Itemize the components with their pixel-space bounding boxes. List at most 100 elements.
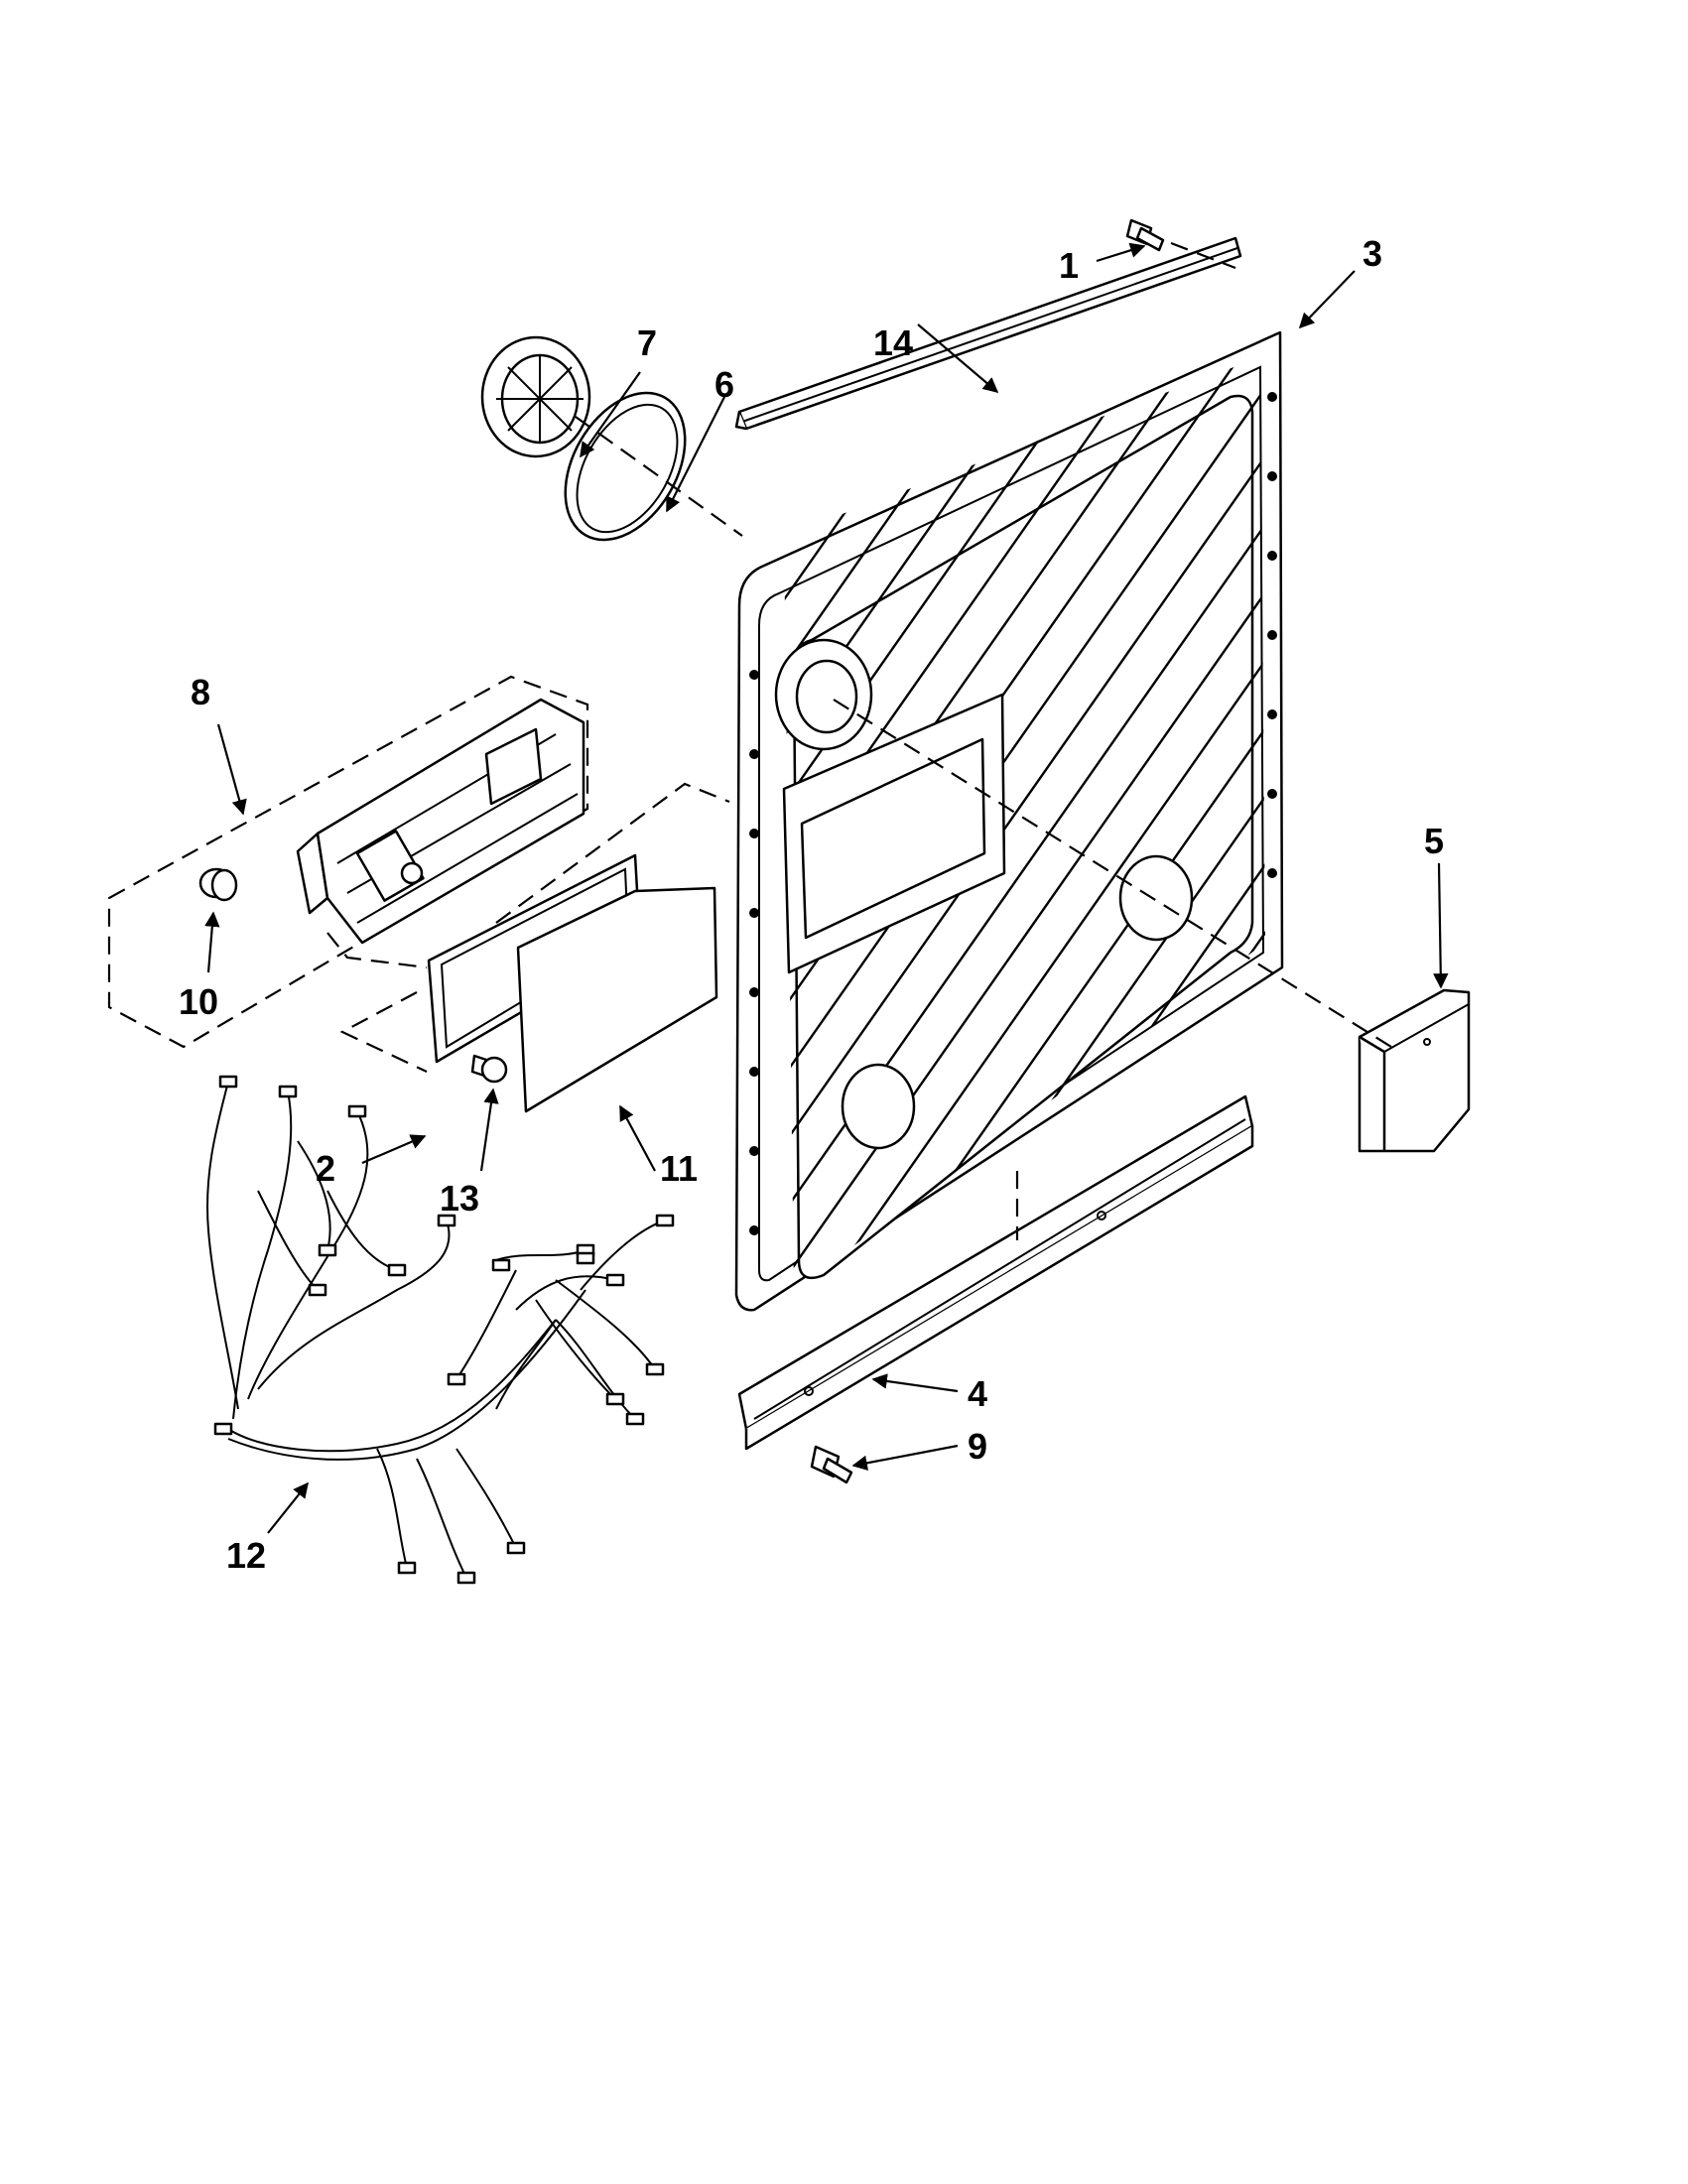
dispenser-assembly: [296, 698, 585, 945]
mounting-hole: [749, 1067, 759, 1077]
wire-connector: [645, 1362, 665, 1376]
vent-cover: [480, 335, 591, 458]
hatch-line: [1647, 347, 1688, 1340]
hatch-line: [784, 357, 1057, 1290]
wire-connector: [387, 1263, 407, 1277]
wire: [257, 1190, 319, 1291]
wire-connector: [318, 1243, 337, 1257]
wire: [535, 1299, 616, 1400]
wire: [555, 1279, 656, 1370]
wire-connector: [218, 1075, 238, 1089]
screw-bottom: [810, 1445, 853, 1484]
mounting-holes: [749, 392, 1277, 1235]
callout-1: 1: [1059, 245, 1079, 286]
wire: [206, 1081, 239, 1410]
mounting-hole: [1267, 868, 1277, 878]
bottom-trim-channel: [737, 1094, 1254, 1451]
wire-harness: [206, 1075, 675, 1585]
wire-connector: [625, 1412, 645, 1426]
mounting-hole: [1267, 471, 1277, 481]
hatch-line: [784, 357, 1265, 1290]
wire-connector: [213, 1422, 233, 1436]
callout-13: 13: [440, 1178, 479, 1219]
callout-6: 6: [714, 364, 734, 405]
hatch-line: [784, 357, 1265, 1290]
wire-connector: [576, 1251, 595, 1265]
mounting-hole: [1267, 551, 1277, 561]
wire: [376, 1448, 408, 1569]
dispenser-group-outline: [107, 675, 589, 1049]
wire: [495, 1319, 557, 1410]
wire: [227, 1319, 557, 1453]
callout-labels: 1 3 14 7 6 8 10 2 13 11 5 4 9 12: [179, 233, 1444, 1576]
wire: [232, 1091, 293, 1420]
wire-connector: [605, 1273, 625, 1287]
wire: [515, 1275, 616, 1311]
wire-connector: [456, 1571, 476, 1585]
button-knob: [198, 867, 238, 902]
mounting-hole: [1267, 392, 1277, 402]
mounting-hole: [749, 1146, 759, 1156]
mounting-hole: [749, 670, 759, 680]
callout-3: 3: [1363, 233, 1382, 274]
control-board-insulation: [516, 886, 718, 1113]
hatch-line: [784, 357, 1009, 1290]
hatch-line: [1218, 357, 1265, 1290]
callout-8: 8: [191, 672, 210, 712]
assembly-lines: [326, 241, 1400, 1240]
wire-connector: [437, 1214, 456, 1227]
hatch-line: [1504, 347, 1688, 1340]
leader-arrows: [204, 242, 1449, 1534]
wire: [555, 1319, 636, 1420]
wire: [247, 1110, 369, 1400]
mounting-hole: [1267, 709, 1277, 719]
mounting-hole: [749, 1225, 759, 1235]
mounting-hole: [749, 987, 759, 997]
callout-12: 12: [226, 1535, 266, 1576]
wire: [297, 1140, 331, 1251]
callout-11: 11: [660, 1148, 698, 1189]
wire-connector: [308, 1283, 327, 1297]
callout-5: 5: [1424, 821, 1444, 861]
wire-connector: [506, 1541, 526, 1555]
side-bracket: [1358, 988, 1471, 1153]
callout-4: 4: [968, 1373, 987, 1414]
hatch-line: [1457, 347, 1688, 1340]
mounting-hole: [749, 908, 759, 918]
mounting-hole: [749, 829, 759, 838]
callout-7: 7: [637, 322, 657, 363]
mounting-hole: [1267, 630, 1277, 640]
wire-connector: [397, 1561, 417, 1575]
wire-connector: [605, 1392, 625, 1406]
hatch-line: [1409, 347, 1688, 1340]
hatch-line: [1600, 347, 1688, 1340]
hatch-line: [789, 357, 1265, 1290]
callout-2: 2: [316, 1148, 335, 1189]
board-screw: [470, 1054, 508, 1084]
wire-connector: [491, 1258, 511, 1272]
gasket-ring: [564, 391, 687, 542]
hatch-line: [1266, 347, 1688, 1340]
wire-connector: [655, 1214, 675, 1227]
wire: [326, 1190, 398, 1271]
hatch-line: [1314, 347, 1688, 1340]
top-trim-strip: [734, 236, 1242, 431]
screw-top: [1125, 218, 1165, 252]
hatch-line: [1362, 347, 1688, 1340]
wire-connector: [447, 1372, 466, 1386]
callout-10: 10: [179, 981, 218, 1022]
callout-9: 9: [968, 1426, 987, 1467]
mounting-hole: [749, 749, 759, 759]
wire: [227, 1289, 586, 1461]
callout-14: 14: [873, 322, 913, 363]
wire: [580, 1220, 666, 1291]
hatch-line: [1552, 347, 1688, 1340]
mounting-hole: [1267, 789, 1277, 799]
wire: [455, 1269, 517, 1380]
wire-connector: [347, 1104, 367, 1118]
wire: [495, 1249, 586, 1261]
wire: [455, 1448, 517, 1549]
wire: [416, 1458, 467, 1579]
wire-connector: [278, 1085, 298, 1098]
